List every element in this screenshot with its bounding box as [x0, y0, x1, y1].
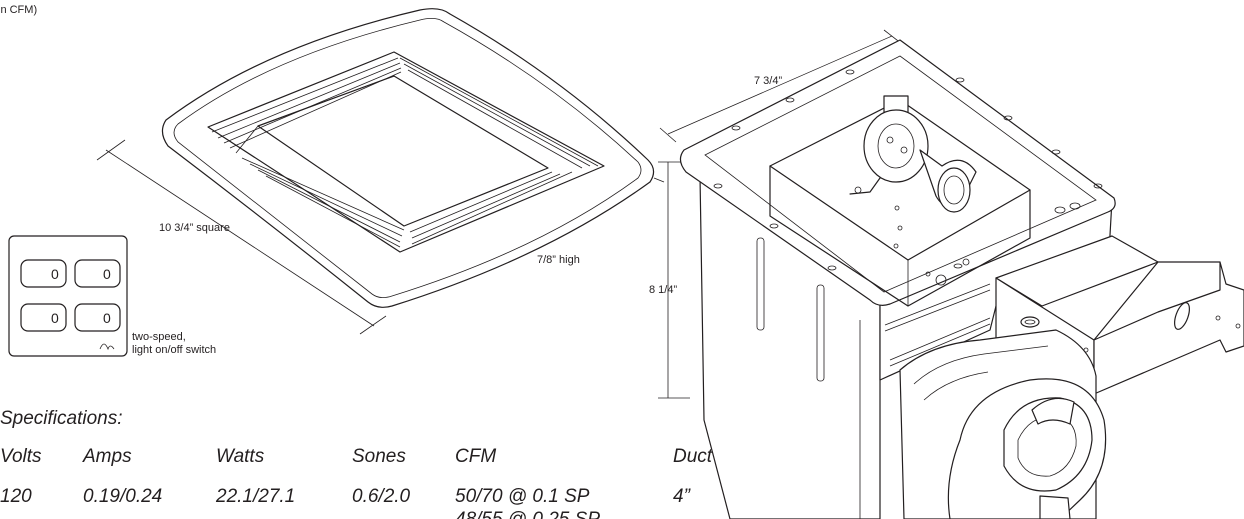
switch-button-glyph: 0: [103, 266, 111, 282]
spec-header-duct: Duct: [673, 446, 713, 467]
grille-louver-area: [207, 51, 605, 253]
grille-center-lens: [257, 75, 549, 227]
grille-width-dimension-line: [105, 149, 375, 327]
spec-value-amps: 0.19/0.24: [83, 486, 163, 507]
housing-width-dimension-line: [667, 35, 893, 135]
switch-button-bottom-right: [74, 303, 121, 332]
switch-button-glyph: 0: [51, 310, 59, 326]
grille-height-label: 7/8” high: [537, 254, 580, 266]
switch-logo-icon: [99, 343, 115, 351]
grille-outer-frame: [161, 8, 655, 308]
light-socket: [849, 95, 977, 213]
housing-side-slots: [756, 237, 991, 519]
housing-height-label: 8 1/4”: [649, 284, 678, 296]
grille-slats: [211, 57, 599, 248]
switch-button-top-left: [20, 259, 67, 288]
grille-height-marker: [653, 177, 665, 183]
switch-drawing: [8, 235, 128, 357]
switch-button-bottom-left: [20, 303, 67, 332]
switch-button-glyph: 0: [103, 310, 111, 326]
junction-box-knockout: [1020, 316, 1040, 328]
switch-button-glyph: 0: [51, 266, 59, 282]
spec-value-watts: 22.1/27.1: [216, 486, 296, 507]
switch-caption-line2: light on/off switch: [132, 344, 217, 356]
header-fragment: in CFM): [0, 4, 38, 16]
spec-value-volts: 120: [0, 486, 32, 507]
grille-inner-frame: [173, 18, 642, 298]
housing-width-label: 7 3/4”: [754, 75, 783, 87]
spec-header-amps: Amps: [83, 446, 132, 467]
grille-width-label: 10 3/4” square: [159, 222, 230, 234]
switch-caption-line1: two-speed,: [132, 331, 186, 343]
spec-value-cfm: 50/70 @ 0.1 SP: [455, 486, 590, 507]
housing-drawing: [658, 29, 1244, 519]
spec-value-duct: 4”: [673, 486, 690, 507]
spec-header-volts: Volts: [0, 446, 42, 467]
spec-value-cfm-line2: 48/55 @ 0.25 SP: [455, 509, 600, 519]
switch-plate: [8, 235, 128, 357]
spec-header-watts: Watts: [216, 446, 265, 467]
grille-drawing: [96, 8, 665, 335]
spec-header-cfm: CFM: [455, 446, 497, 467]
switch-button-top-right: [74, 259, 121, 288]
motor-box-holes: [854, 186, 970, 286]
junction-box-side: [1093, 261, 1244, 395]
spec-value-sones: 0.6/2.0: [352, 486, 411, 507]
spec-header-sones: Sones: [352, 446, 406, 467]
specifications-title: Specifications:: [0, 408, 123, 429]
flange-screw-holes: [713, 69, 1103, 271]
